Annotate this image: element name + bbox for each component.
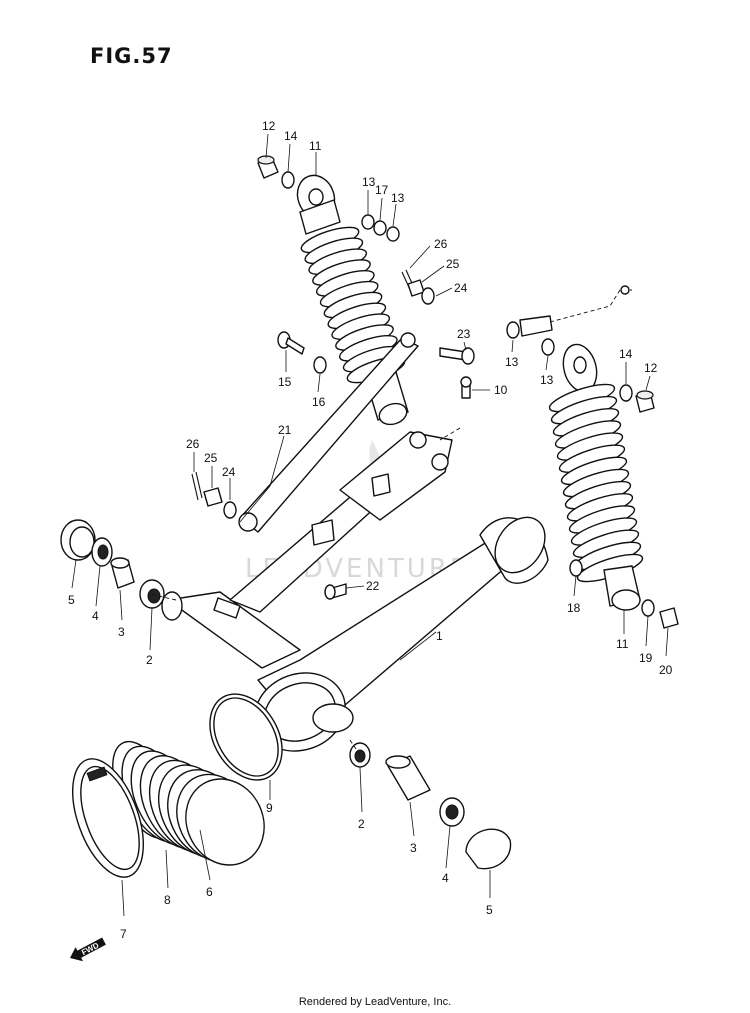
right-shock-absorber[interactable] (547, 341, 645, 611)
cap-5-right[interactable] (465, 828, 512, 870)
washer-13-right-a[interactable] (506, 321, 520, 339)
spacer-3-left[interactable] (110, 557, 135, 589)
washer-16[interactable] (313, 356, 327, 374)
callout-labels: 12 14 11 13 17 13 26 25 24 23 10 15 16 1… (68, 119, 673, 941)
callout-23: 23 (457, 327, 471, 341)
boot-pleat (185, 778, 265, 866)
washer-14-right[interactable] (619, 384, 633, 402)
callout-21: 21 (278, 423, 292, 437)
callout-24: 24 (454, 281, 468, 295)
callout-12: 12 (644, 361, 658, 375)
washer-24-lower[interactable] (223, 501, 237, 519)
washers-13-17-13[interactable] (361, 214, 400, 242)
bolt-23[interactable] (439, 347, 475, 365)
callout-13: 13 (391, 191, 405, 205)
assembly-lines (149, 427, 461, 756)
callout-20: 20 (659, 663, 673, 677)
washer-24-upper[interactable] (421, 287, 435, 305)
callout-3: 3 (118, 625, 125, 639)
callout-13: 13 (362, 175, 376, 189)
bolt-22[interactable] (324, 583, 347, 600)
callout-13: 13 (505, 355, 519, 369)
callout-3: 3 (410, 841, 417, 855)
callout-26: 26 (186, 437, 200, 451)
callout-6: 6 (206, 885, 213, 899)
callout-7: 7 (120, 927, 127, 941)
callout-17: 17 (375, 183, 389, 197)
boot-band[interactable] (59, 749, 158, 886)
callout-25: 25 (446, 257, 460, 271)
cap-nut-12-left[interactable] (257, 155, 279, 179)
callout-1: 1 (436, 629, 443, 643)
figure-title: FIG.57 (90, 44, 173, 68)
callout-19: 19 (639, 651, 653, 665)
callout-4: 4 (92, 609, 99, 623)
washer-18[interactable] (569, 559, 583, 577)
callout-24: 24 (222, 465, 236, 479)
cap-nut-12-right[interactable] (635, 390, 655, 413)
callout-14: 14 (284, 129, 298, 143)
callout-26: 26 (434, 237, 448, 251)
callout-11: 11 (616, 637, 629, 651)
washer-19[interactable] (641, 599, 655, 617)
washer-14-left[interactable] (281, 171, 295, 189)
callout-2: 2 (358, 817, 365, 831)
washer-4-left[interactable] (91, 537, 113, 567)
washer-4-right[interactable] (439, 797, 465, 827)
washer-13-right-b[interactable] (541, 338, 555, 356)
nut-20[interactable] (659, 607, 679, 629)
callout-10: 10 (494, 383, 508, 397)
callout-14: 14 (619, 347, 633, 361)
callout-2: 2 (146, 653, 153, 667)
callout-22: 22 (366, 579, 380, 593)
callout-13: 13 (540, 373, 554, 387)
forward-arrow-icon: FWD (70, 937, 106, 962)
left-shock-absorber[interactable] (292, 170, 410, 428)
bolt-15[interactable] (277, 331, 305, 355)
spacer-3-right[interactable] (385, 755, 431, 801)
callout-5: 5 (68, 593, 75, 607)
callout-11: 11 (309, 139, 322, 153)
callout-8: 8 (164, 893, 171, 907)
callout-12: 12 (262, 119, 276, 133)
bracket-upper-right[interactable] (519, 285, 632, 337)
callout-16: 16 (312, 395, 326, 409)
cotter-pin-26-lower[interactable] (191, 471, 203, 501)
bearing-2-right[interactable] (349, 742, 371, 768)
callout-18: 18 (567, 601, 581, 615)
o-ring[interactable] (195, 681, 296, 793)
callout-5: 5 (486, 903, 493, 917)
castle-nut-25-lower[interactable] (203, 487, 223, 507)
callout-25: 25 (204, 451, 218, 465)
callout-4: 4 (442, 871, 449, 885)
seal-5-left[interactable] (60, 519, 96, 561)
footer-credit: Rendered by LeadVenture, Inc. (298, 996, 452, 1008)
leader-lines (71, 133, 669, 917)
callout-9: 9 (266, 801, 273, 815)
fitting-10[interactable] (460, 376, 472, 399)
callout-15: 15 (278, 375, 292, 389)
